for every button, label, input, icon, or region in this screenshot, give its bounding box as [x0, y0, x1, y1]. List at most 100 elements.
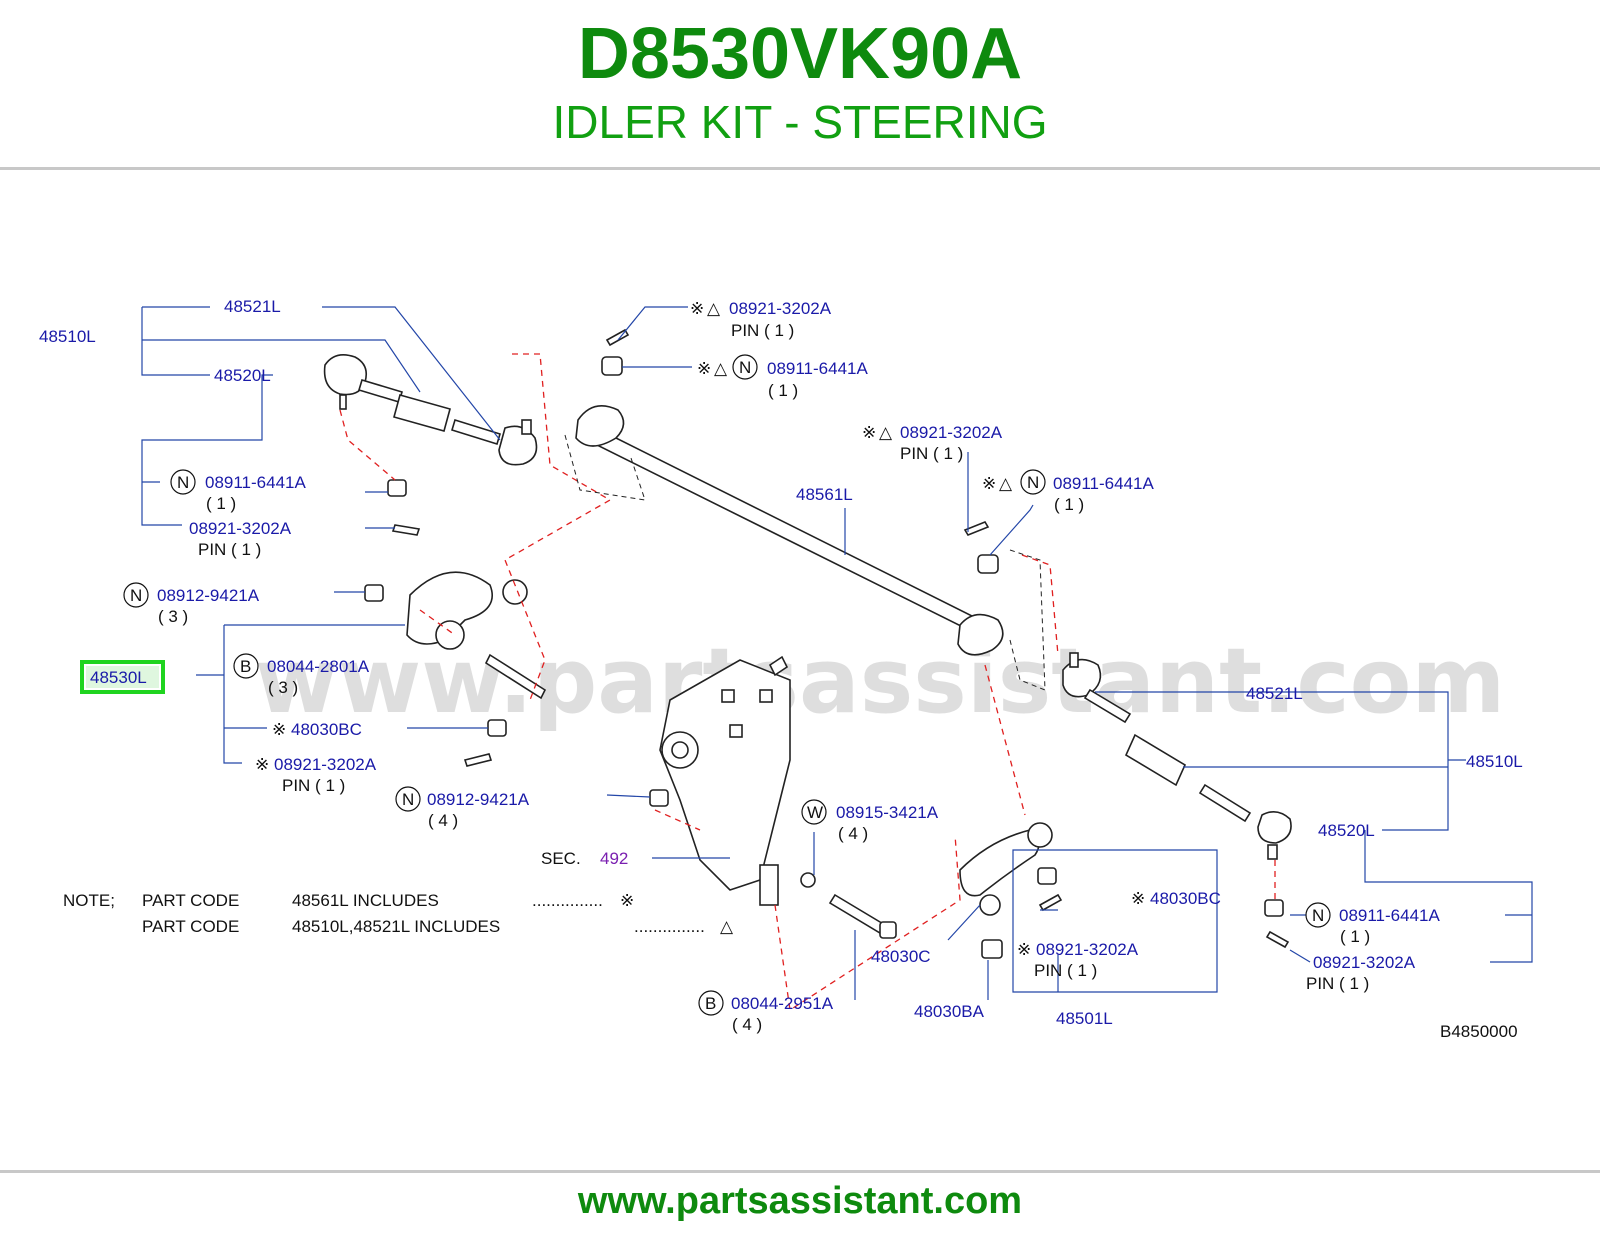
n-symbol-right: N: [1312, 906, 1324, 925]
center-link-drawing: [575, 356, 1004, 656]
label-48510L-left[interactable]: 48510L: [39, 327, 96, 346]
note-line1-asterisk: ※: [620, 891, 634, 910]
bottom-divider: [0, 1170, 1600, 1173]
label-48520L-left[interactable]: 48520L: [214, 366, 271, 385]
part-number-title: D8530VK90A: [577, 14, 1023, 94]
qty-nut-left: ( 1 ): [206, 494, 236, 513]
label-nut-mid[interactable]: 08911-6441A: [1053, 474, 1154, 493]
tie-rod-left-drawing: [323, 354, 538, 466]
asterisk-mark: ※: [272, 720, 286, 739]
label-washer-3421[interactable]: 08915-3421A: [836, 803, 939, 822]
section-number[interactable]: 492: [600, 849, 628, 868]
note-line1-includes: 48561L INCLUDES: [292, 891, 439, 910]
qty-bolt-2801: ( 3 ): [268, 678, 298, 697]
leader-lines: [141, 306, 1533, 1000]
label-48510L-right[interactable]: 48510L: [1466, 752, 1523, 771]
label-pin-lower[interactable]: 08921-3202A: [274, 755, 377, 774]
label-48521L-left[interactable]: 48521L: [224, 297, 281, 316]
label-nut-left[interactable]: 08911-6441A: [205, 473, 306, 492]
qty-nut-top: ( 1 ): [768, 381, 798, 400]
label-48521L-right[interactable]: 48521L: [1246, 684, 1303, 703]
label-pin-idler[interactable]: 08921-3202A: [1036, 940, 1139, 959]
triangle-mark: △: [879, 423, 893, 442]
idler-arm-assy-drawing: [828, 822, 1057, 959]
note-line1-part-code: PART CODE: [142, 891, 239, 910]
label-pin-mid[interactable]: 08921-3202A: [900, 423, 1003, 442]
qty-pin-idler: PIN ( 1 ): [1034, 961, 1097, 980]
asterisk-mark: ※: [690, 299, 704, 318]
idler-arm-drawing: [406, 571, 547, 737]
triangle-mark: △: [714, 359, 728, 378]
bracket-outlines: [564, 434, 1046, 691]
qty-bolt-2951: ( 4 ): [732, 1015, 762, 1034]
note-line1-dots: ...............: [532, 891, 603, 910]
qty-nut-right: ( 1 ): [1340, 927, 1370, 946]
b-symbol-2801: B: [240, 657, 251, 676]
label-48501L[interactable]: 48501L: [1056, 1009, 1113, 1028]
label-pin-top[interactable]: 08921-3202A: [729, 299, 832, 318]
n-symbol-left: N: [177, 473, 189, 492]
tie-rod-right-drawing: [1062, 652, 1292, 917]
selected-part-48530L[interactable]: 48530L: [80, 660, 165, 694]
n-symbol-9421-b: N: [402, 790, 414, 809]
asterisk-mark: ※: [697, 359, 711, 378]
note-prefix: NOTE;: [63, 891, 115, 910]
triangle-mark: △: [707, 299, 721, 318]
asterisk-mark: ※: [862, 423, 876, 442]
label-nut-right[interactable]: 08911-6441A: [1339, 906, 1440, 925]
label-48030C[interactable]: 48030C: [871, 947, 931, 966]
qty-washer-3421: ( 4 ): [838, 824, 868, 843]
note-line2-part-code: PART CODE: [142, 917, 239, 936]
qty-nut-mid: ( 1 ): [1054, 495, 1084, 514]
asterisk-mark: ※: [1017, 940, 1031, 959]
label-bolt-2801[interactable]: 08044-2801A: [267, 657, 370, 676]
label-48030BA[interactable]: 48030BA: [914, 1002, 985, 1021]
note-block: NOTE; PART CODE 48561L INCLUDES ........…: [63, 891, 734, 936]
n-symbol-mid: N: [1027, 473, 1039, 492]
diagram-subtitle: IDLER KIT - STEERING: [552, 96, 1048, 148]
steering-gear-box-drawing: [659, 655, 791, 906]
part-labels: 48510L 48521L 48520L 08921-3202A PIN ( 1…: [39, 297, 1523, 1041]
qty-pin-lower: PIN ( 1 ): [282, 776, 345, 795]
label-48561L[interactable]: 48561L: [796, 485, 853, 504]
qty-pin-left: PIN ( 1 ): [198, 540, 261, 559]
label-48530L[interactable]: 48530L: [90, 668, 147, 687]
label-nut-top[interactable]: 08911-6441A: [767, 359, 868, 378]
footer-url[interactable]: www.partsassistant.com: [577, 1180, 1023, 1222]
alignment-lines: [339, 353, 1276, 1012]
qty-pin-mid: PIN ( 1 ): [900, 444, 963, 463]
label-pin-right[interactable]: 08921-3202A: [1313, 953, 1416, 972]
w-symbol-washer: W: [807, 803, 823, 822]
qty-nut-9421-a: ( 3 ): [158, 607, 188, 626]
qty-pin-top: PIN ( 1 ): [731, 321, 794, 340]
qty-pin-right: PIN ( 1 ): [1306, 974, 1369, 993]
top-divider: [0, 167, 1600, 170]
header: D8530VK90A IDLER KIT - STEERING: [0, 0, 1600, 168]
asterisk-mark: ※: [255, 755, 269, 774]
label-nut-9421-a[interactable]: 08912-9421A: [157, 586, 260, 605]
label-48030BC-right[interactable]: 48030BC: [1150, 889, 1221, 908]
label-48030BC-left[interactable]: 48030BC: [291, 720, 362, 739]
asterisk-mark: ※: [1131, 889, 1145, 908]
selection-fill: [86, 666, 159, 688]
watermark-text: www.partsassistant.com: [255, 629, 1505, 734]
note-line2-dots: ...............: [634, 917, 705, 936]
n-symbol-top: N: [739, 358, 751, 377]
section-label: SEC.: [541, 849, 581, 868]
reference-marks: ※ △ ※ △ ※ △ ※ △ ※ ※ ※ ※: [255, 299, 1145, 959]
note-line2-triangle: △: [720, 917, 734, 936]
symbol-circles: N N B N W N N N B: [123, 354, 1331, 1016]
note-line2-includes: 48510L,48521L INCLUDES: [292, 917, 500, 936]
label-bolt-2951[interactable]: 08044-2951A: [731, 994, 834, 1013]
n-symbol-9421-a: N: [130, 586, 142, 605]
b-symbol-2951: B: [705, 994, 716, 1013]
label-48520L-right[interactable]: 48520L: [1318, 821, 1375, 840]
diagram-code: B4850000: [1440, 1022, 1518, 1041]
asterisk-mark: ※: [982, 474, 996, 493]
selection-highlight-box: [80, 660, 165, 694]
label-pin-left[interactable]: 08921-3202A: [189, 519, 292, 538]
qty-nut-9421-b: ( 4 ): [428, 811, 458, 830]
triangle-mark: △: [999, 474, 1013, 493]
label-nut-9421-b[interactable]: 08912-9421A: [427, 790, 530, 809]
